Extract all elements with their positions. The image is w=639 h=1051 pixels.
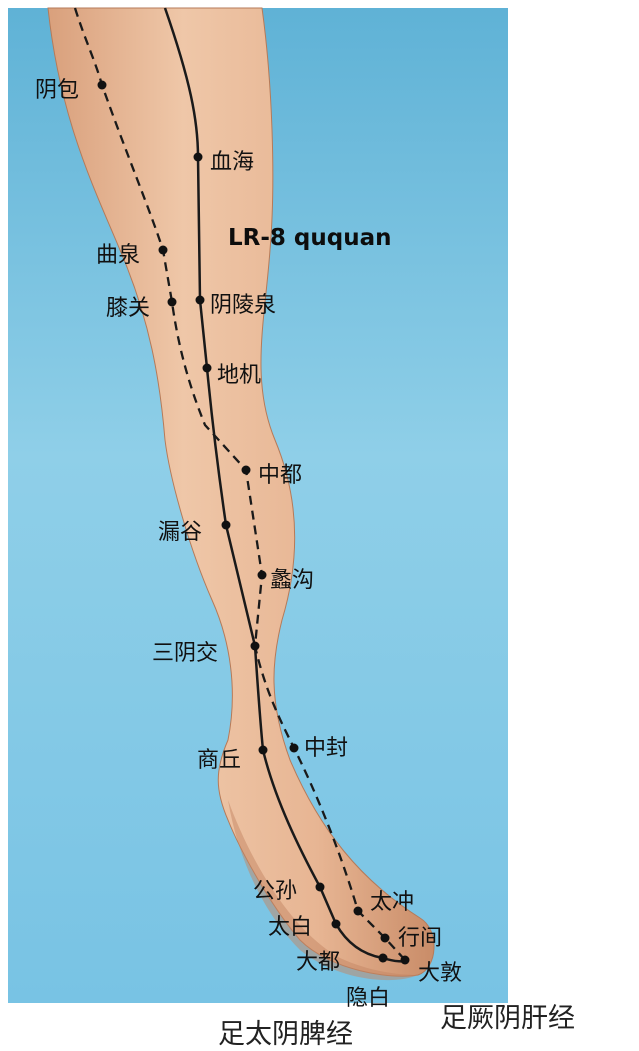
point-dot-yinbao: [97, 80, 107, 90]
label-xingjian: 行间: [398, 926, 443, 951]
point-dot-xiguan: [167, 297, 177, 307]
point-dot-dadun: [400, 955, 410, 965]
label-dadun: 大敦: [418, 961, 463, 986]
liver-meridian-caption: 足厥阴肝经: [440, 1003, 575, 1034]
label-yinbao: 阴包: [35, 78, 80, 103]
label-ligou: 蠡沟: [270, 568, 315, 593]
point-dot-yinlingquan: [195, 295, 205, 305]
point-dot-xingjian: [380, 933, 390, 943]
label-dadu: 大都: [296, 950, 341, 975]
label-shangqiu: 商丘: [197, 748, 242, 773]
label-sanyinjiao: 三阴交: [152, 641, 219, 666]
point-dot-zhongdu: [241, 465, 251, 475]
label-xiguan: 膝关: [106, 296, 151, 321]
label-taibai: 太白: [268, 915, 313, 940]
point-dot-xuehai: [193, 152, 203, 162]
point-dot-zhongfeng: [289, 743, 299, 753]
point-dot-lougu: [221, 520, 231, 530]
point-dot-dadu: [378, 953, 388, 963]
label-xuehai: 血海: [210, 150, 255, 175]
label-yinbai: 隐白: [346, 986, 391, 1011]
point-dot-ququan: [158, 245, 168, 255]
point-dot-ligou: [257, 570, 267, 580]
point-dot-sanyinjiao: [250, 641, 260, 651]
label-zhongfeng: 中封: [304, 736, 349, 761]
foot-shadow: [228, 800, 418, 981]
label-diji: 地机: [217, 363, 262, 388]
label-ququan: 曲泉: [96, 243, 141, 268]
label-taichong: 太冲: [370, 890, 415, 915]
point-dot-gongsun: [315, 882, 325, 892]
point-dot-taichong: [353, 906, 363, 916]
spleen-meridian-caption: 足太阴脾经: [218, 1019, 353, 1050]
label-zhongdu: 中都: [258, 463, 303, 488]
point-dot-shangqiu: [258, 745, 268, 755]
point-dot-taibai: [331, 919, 341, 929]
point-dot-diji: [202, 363, 212, 373]
label-lougu: 漏谷: [158, 520, 203, 545]
label-gongsun: 公孙: [253, 879, 298, 904]
label-yinlingquan: 阴陵泉: [210, 293, 277, 318]
diagram-title: LR-8 ququan: [228, 225, 392, 251]
